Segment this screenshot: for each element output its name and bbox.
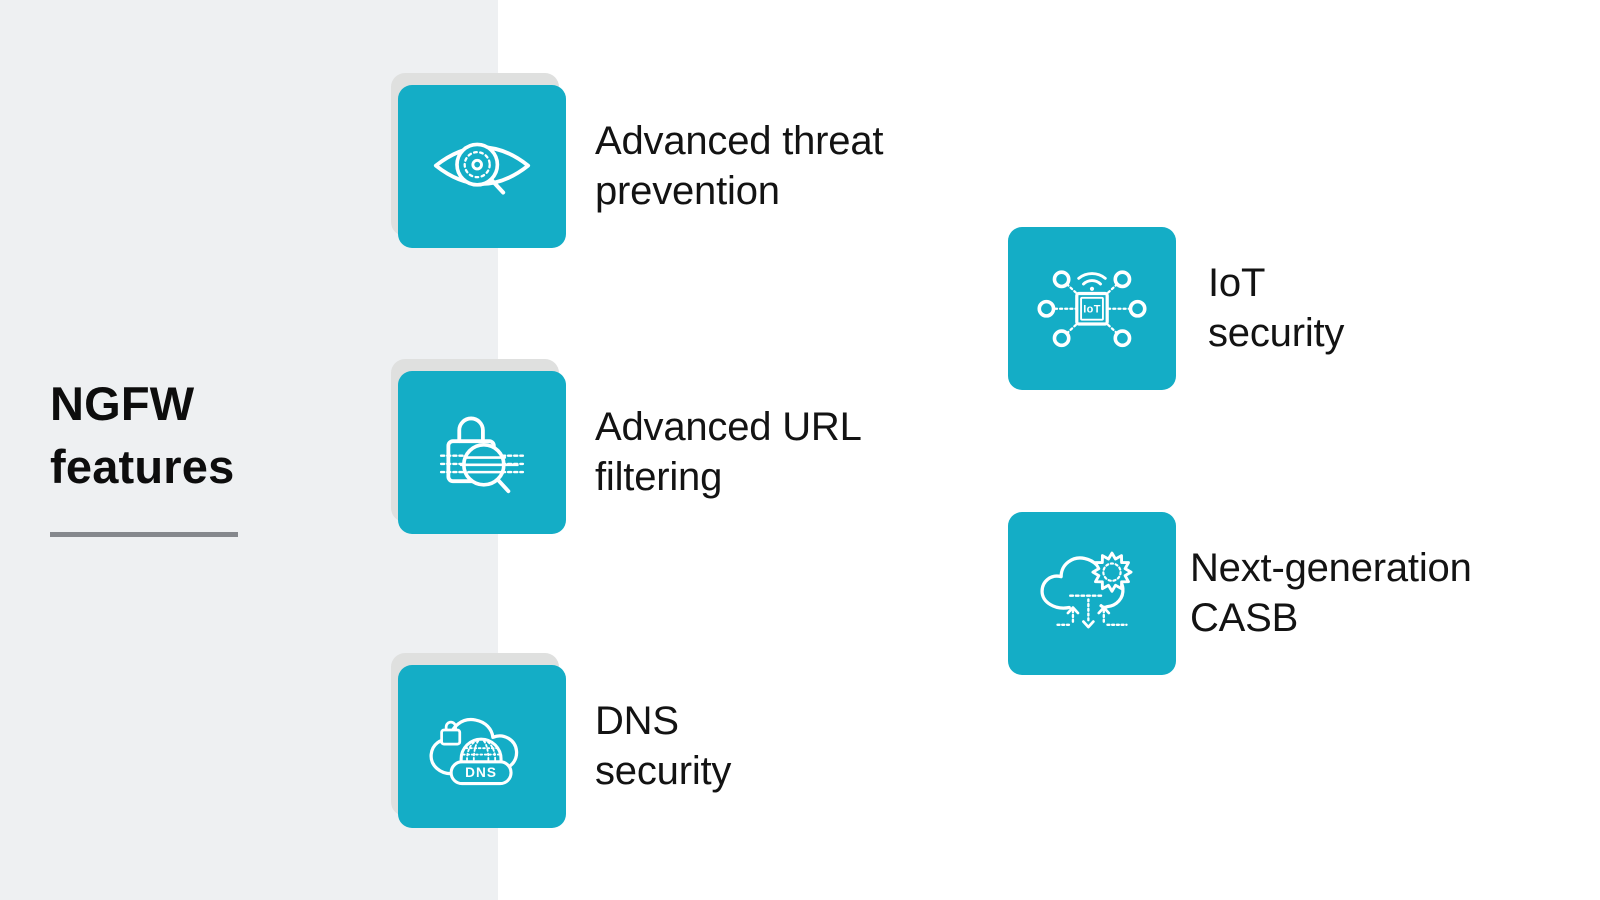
feature-dns-security: DNS DNS security [391, 653, 731, 828]
label-line-1: DNS [595, 699, 679, 743]
lock-magnifier-icon [439, 416, 525, 493]
page-title: NGFW features [50, 372, 234, 498]
label-line-1: Advanced URL [595, 405, 862, 449]
feature-card [1008, 512, 1176, 675]
feature-label: DNS security [595, 696, 731, 796]
title-line-1: NGFW [50, 377, 195, 430]
label-line-2: prevention [595, 169, 780, 213]
label-line-2: CASB [1190, 596, 1299, 640]
eye-magnifier-icon [433, 142, 531, 195]
feature-label: Next-generation CASB [1190, 543, 1472, 643]
title-divider [50, 532, 238, 537]
feature-card [398, 371, 566, 534]
feature-next-generation-casb: Next-generation CASB [1008, 512, 1472, 675]
feature-label: Advanced threat prevention [595, 116, 884, 216]
dns-cloud-lock-icon: DNS [429, 718, 519, 786]
feature-advanced-threat-prevention: Advanced threat prevention [391, 73, 884, 248]
feature-card [398, 85, 566, 248]
feature-label: Advanced URL filtering [595, 402, 862, 502]
iot-label: IoT [1083, 303, 1101, 315]
dns-label: DNS [465, 765, 497, 780]
label-line-2: security [595, 749, 732, 793]
feature-card: IoT [1008, 227, 1176, 390]
feature-label: IoT security [1208, 258, 1344, 358]
label-line-1: Next-generation [1190, 546, 1472, 590]
label-line-1: Advanced threat [595, 119, 884, 163]
label-line-1: IoT [1208, 261, 1266, 305]
feature-iot-security: IoT IoT security [1008, 227, 1344, 390]
title-line-2: features [50, 440, 235, 493]
feature-card: DNS [398, 665, 566, 828]
cloud-gear-sync-icon [1040, 551, 1133, 628]
feature-advanced-url-filtering: Advanced URL filtering [391, 359, 862, 534]
label-line-2: filtering [595, 455, 723, 499]
gear-icon [1091, 551, 1133, 593]
label-line-2: security [1208, 311, 1345, 355]
iot-chip-network-icon: IoT [1037, 270, 1147, 347]
